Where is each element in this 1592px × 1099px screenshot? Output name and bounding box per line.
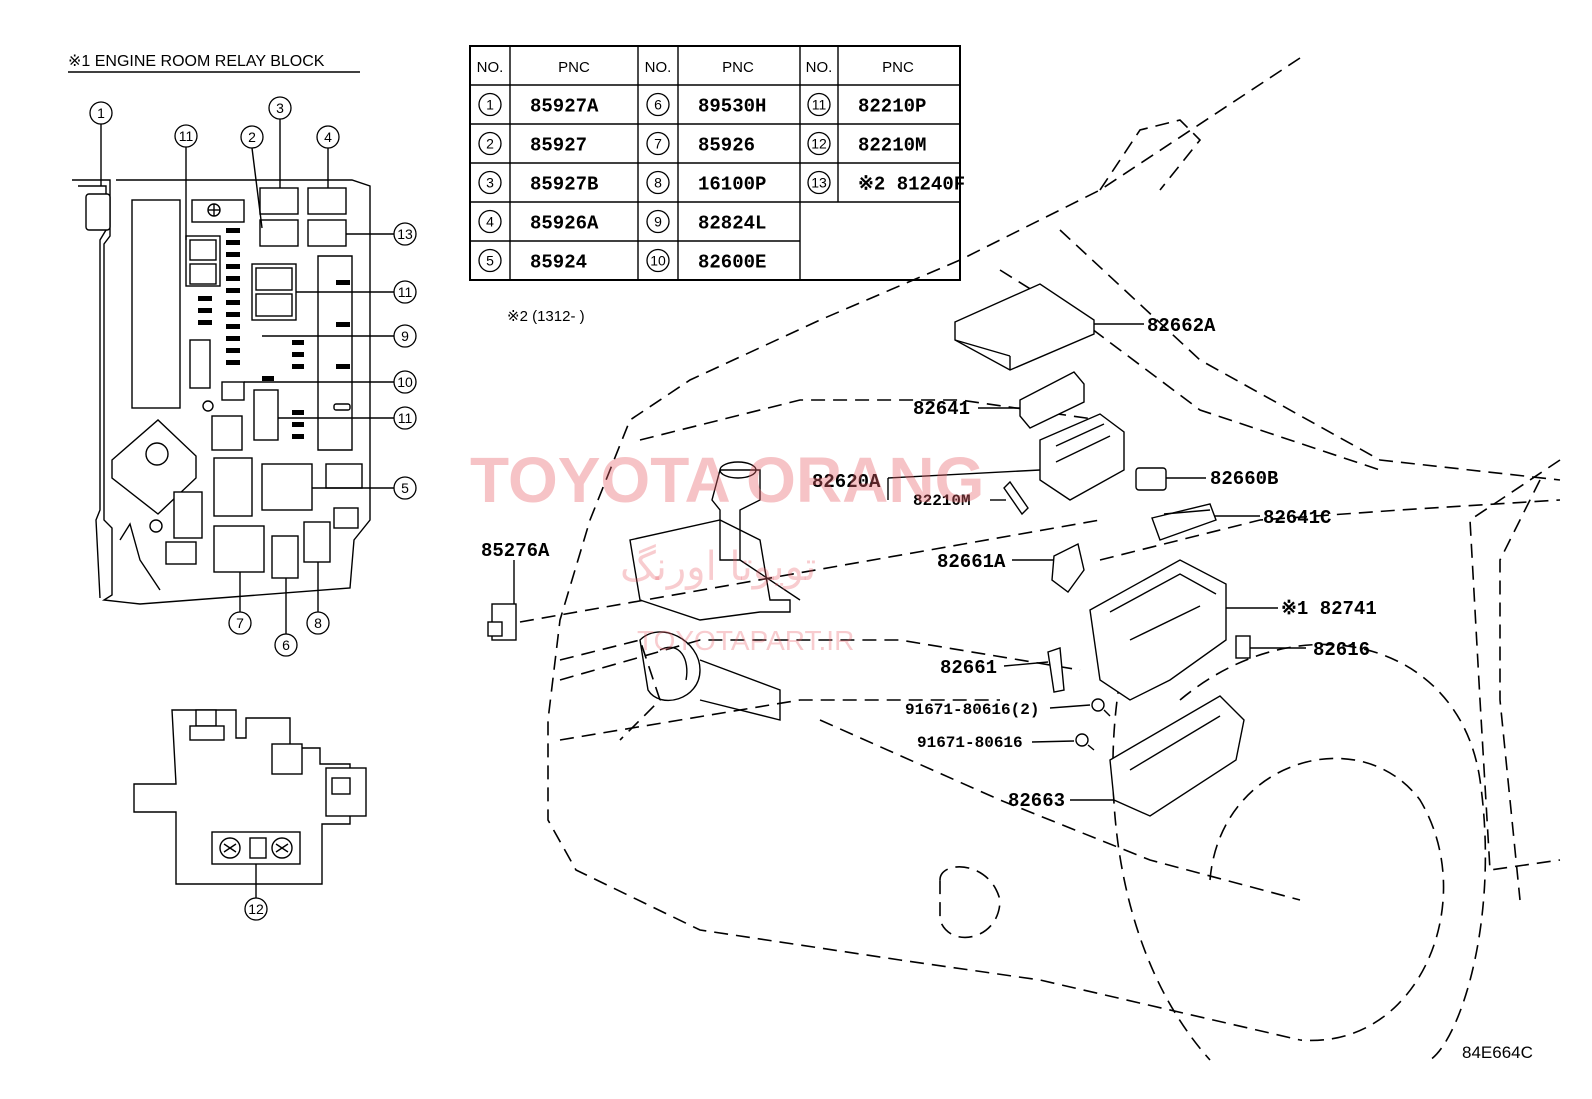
svg-text:1: 1 [97,105,105,121]
label-82641: 82641 [913,398,970,420]
table-no-circle [478,209,502,234]
label-82641C: 82641C [1263,507,1331,529]
table-no-circle [807,170,831,195]
table-no: 8 [654,175,662,191]
svg-text:10: 10 [397,374,413,390]
table-pnc: 82210M [858,135,926,157]
relay-callouts: 1 11 2 3 4 13 11 9 10 11 5 7 6 8 [89,96,417,657]
table-no: 13 [811,175,827,191]
label-85276A: 85276A [481,540,550,562]
table-pnc: 85926 [698,135,755,157]
svg-text:4: 4 [324,129,332,145]
svg-text:13: 13 [397,226,413,242]
table-pnc: 82210P [858,96,926,118]
label-82661: 82661 [940,657,997,679]
svg-text:7: 7 [236,615,244,631]
table-no-circle [646,131,670,156]
label-82616: 82616 [1313,639,1370,661]
table-no: 3 [486,175,494,191]
svg-text:11: 11 [398,410,413,426]
table-no: 1 [486,97,494,113]
table-no-circle [478,131,502,156]
label-82741: ※1 82741 [1281,598,1377,620]
label-82210M: 82210M [913,492,971,510]
svg-text:9: 9 [401,328,409,344]
table-pnc: 85927A [530,96,599,118]
table-header-cell: PNC [558,59,590,76]
table-pnc: 82600E [698,252,766,274]
parts-table: NO. PNC NO. PNC NO. PNC 1 85927A 6 89530H 11 82210… [469,45,965,281]
svg-text:8: 8 [314,615,322,631]
table-no: 9 [654,214,662,230]
svg-text:3: 3 [276,100,284,116]
watermark-brand: TOYOTA ORANG [470,444,984,516]
table-header-cell: NO. [645,59,672,76]
block-title: ※1 ENGINE ROOM RELAY BLOCK [68,53,325,70]
headlamp-area-drawing [629,461,801,721]
table-no-circle [478,170,502,195]
table-pnc: 85927B [530,174,598,196]
label-82661A: 82661A [937,551,1006,573]
exploded-parts [487,283,1251,817]
table-header-cell: NO. [806,59,833,76]
watermark: TOYOTA ORANG تویوتا اورنگ TOYOTAPART.IR [470,444,984,656]
svg-text:6: 6 [282,637,290,653]
fusible-link-drawing: 12 [133,709,367,921]
table-no: 10 [650,253,666,269]
table-no: 7 [654,136,662,152]
table-no-circle [807,92,831,117]
label-91671-80616-2: 91671-80616(2) [905,701,1039,719]
table-no-circle [646,248,670,273]
label-82663: 82663 [1008,790,1065,812]
table-no-circle [478,92,502,117]
table-pnc: ※2 81240F [858,174,965,196]
table-no-circle [478,248,502,273]
relay-block-drawing [72,179,371,605]
table-pnc: 85927 [530,135,587,157]
watermark-site: TOYOTAPART.IR [637,625,854,656]
footnote: ※2 (1312- ) [507,308,585,325]
svg-text:5: 5 [401,480,409,496]
table-header-cell: PNC [882,59,914,76]
svg-text:12: 12 [248,901,264,917]
label-82660B: 82660B [1210,468,1278,490]
table-header-cell: PNC [722,59,754,76]
svg-text:2: 2 [248,129,256,145]
part-labels: 82662A 82641 82620A 82210M 82660B 82641C… [481,315,1377,812]
table-no-circle [646,209,670,234]
svg-text:11: 11 [179,128,194,144]
table-no-circle [646,170,670,195]
table-no: 4 [486,214,494,230]
table-no: 2 [486,136,494,152]
watermark-persian: تویوتا اورنگ [620,544,816,590]
table-no-circle [646,92,670,117]
leader-lines [513,323,1306,801]
table-no-circle [807,131,831,156]
diagram-code: 84E664C [1462,1043,1533,1062]
svg-text:11: 11 [398,284,413,300]
table-pnc: 16100P [698,174,766,196]
table-no: 5 [486,253,494,269]
table-pnc: 89530H [698,96,766,118]
table-no: 6 [654,97,662,113]
table-no: 11 [812,97,827,113]
label-82620A: 82620A [812,471,881,493]
label-91671-80616: 91671-80616 [917,734,1023,752]
table-no: 12 [811,136,827,152]
table-pnc: 85924 [530,252,587,274]
table-pnc: 85926A [530,213,599,235]
table-pnc: 82824L [698,213,766,235]
table-header-cell: NO. [477,59,504,76]
label-82662A: 82662A [1147,315,1216,337]
